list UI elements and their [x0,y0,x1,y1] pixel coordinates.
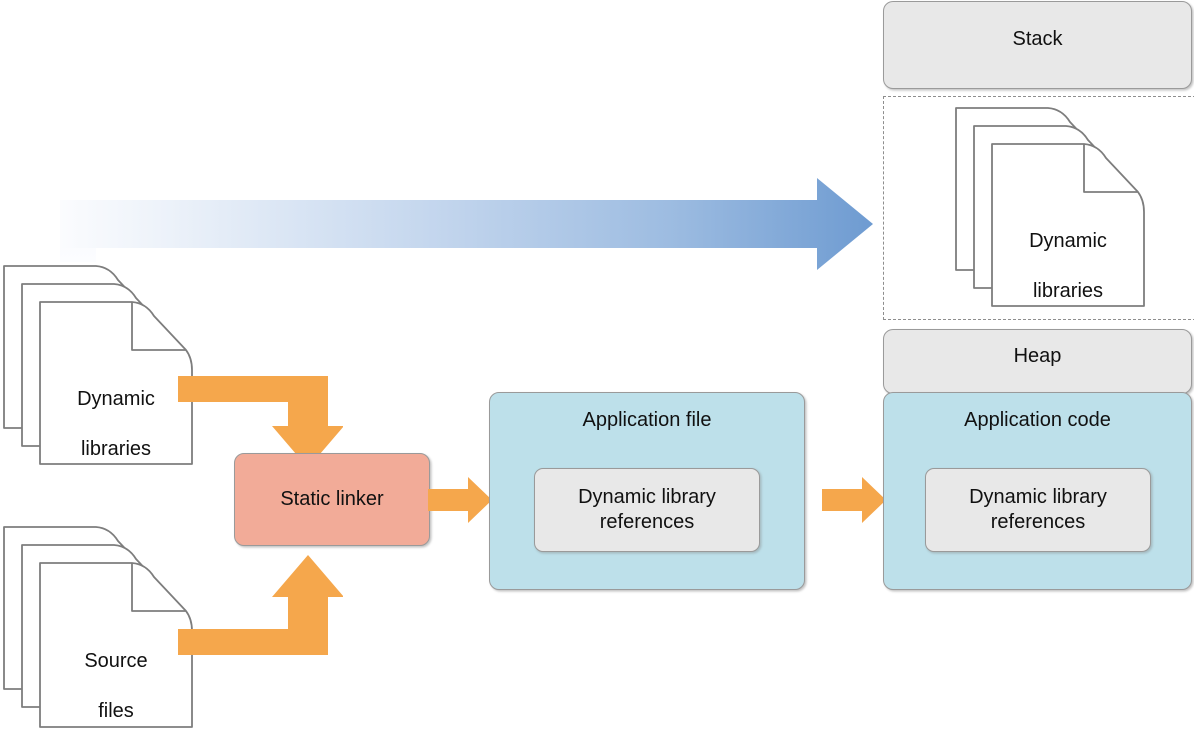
memory-dynamic-libraries-doc-stack: Dynamic libraries [952,104,1145,314]
input-source-files-doc-stack: Source files [0,523,193,733]
memory-heap-label: Heap [1013,345,1062,367]
memory-application-code-title: Application code [964,409,1111,431]
application-code-dynamic-library-references-box[interactable]: Dynamic library references [925,468,1151,552]
memory-heap-box[interactable]: Heap [883,329,1192,394]
arrow-linker-to-application-file [428,477,494,523]
static-linker-label: Static linker [280,488,384,510]
input-dynamic-libraries-doc-stack: Dynamic libraries [0,262,193,467]
memory-stack-box[interactable]: Stack [883,1,1192,89]
inner-line-2: references [990,511,1086,533]
arrow-libs-to-linker [178,376,343,468]
static-linker-box[interactable]: Static linker [234,453,430,546]
gradient-elbow-arrow-right-icon [60,178,880,308]
inner-line-2: references [599,511,695,533]
arrow-application-file-to-application-code [822,477,888,523]
inner-line-1: Dynamic library [578,486,716,508]
memory-dynamic-libraries-region [883,96,1194,320]
arrow-sources-to-linker [178,555,343,655]
memory-stack-label: Stack [1012,28,1063,50]
application-file-dynamic-library-references-box[interactable]: Dynamic library references [534,468,760,552]
application-file-title: Application file [582,409,712,431]
inner-line-1: Dynamic library [969,486,1107,508]
